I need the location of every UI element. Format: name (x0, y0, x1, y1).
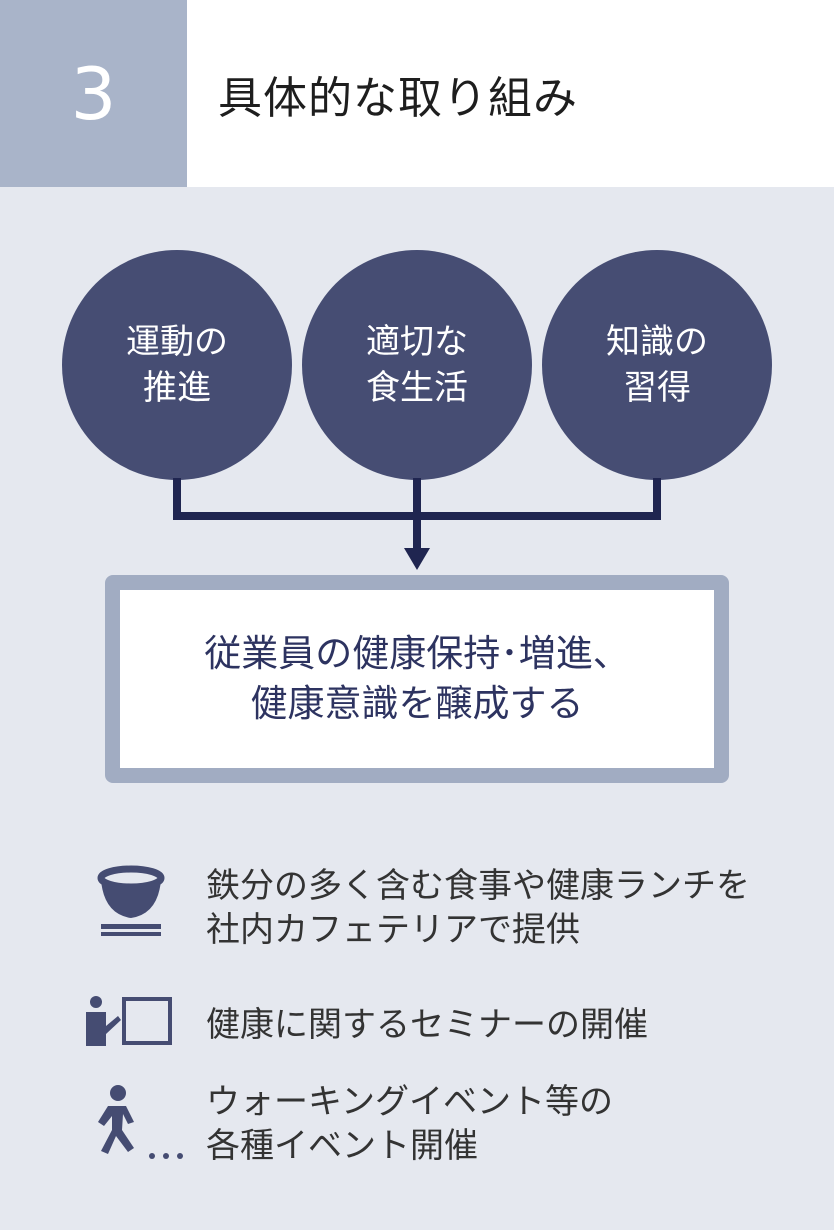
circle-diet: 適切な 食生活 (302, 250, 532, 480)
presenter-icon (86, 996, 172, 1046)
result-box: 従業員の健康保持･増進、 健康意識を醸成する (105, 575, 729, 783)
item-text-line1: 鉄分の多く含む食事や健康ランチを (206, 866, 750, 906)
circle-exercise-line2: 推進 (143, 368, 211, 408)
circle-exercise-line1: 運動の (126, 322, 228, 362)
section-number: 3 (70, 51, 117, 136)
result-line1: 従業員の健康保持･増進、 (204, 632, 630, 675)
rice-bowl-icon (97, 865, 165, 936)
walking-person-icon (98, 1085, 183, 1159)
circle-diet-line1: 適切な (366, 322, 468, 362)
circle-exercise: 運動の 推進 (62, 250, 292, 480)
section-title: 具体的な取り組み (218, 73, 578, 124)
item-text-line2: 各種イベント開催 (206, 1126, 478, 1166)
circle-diet-line2: 食生活 (366, 368, 468, 408)
circle-knowledge: 知識の 習得 (542, 250, 772, 480)
circle-knowledge-line2: 習得 (623, 368, 691, 408)
list-item: 健康に関するセミナーの開催 (206, 1003, 648, 1047)
result-line2: 健康意識を醸成する (250, 682, 584, 725)
connector-arrow (173, 478, 661, 570)
circle-knowledge-line1: 知識の (606, 322, 708, 362)
item-text-line1: ウォーキングイベント等の (206, 1082, 613, 1122)
list-item: ウォーキングイベント等の 各種イベント開催 (206, 1080, 613, 1168)
item-text-line1: 健康に関するセミナーの開催 (206, 1005, 648, 1045)
item-text-line2: 社内カフェテリアで提供 (206, 910, 580, 950)
list-item: 鉄分の多く含む食事や健康ランチを 社内カフェテリアで提供 (206, 864, 750, 952)
section-number-badge: 3 (0, 0, 187, 187)
